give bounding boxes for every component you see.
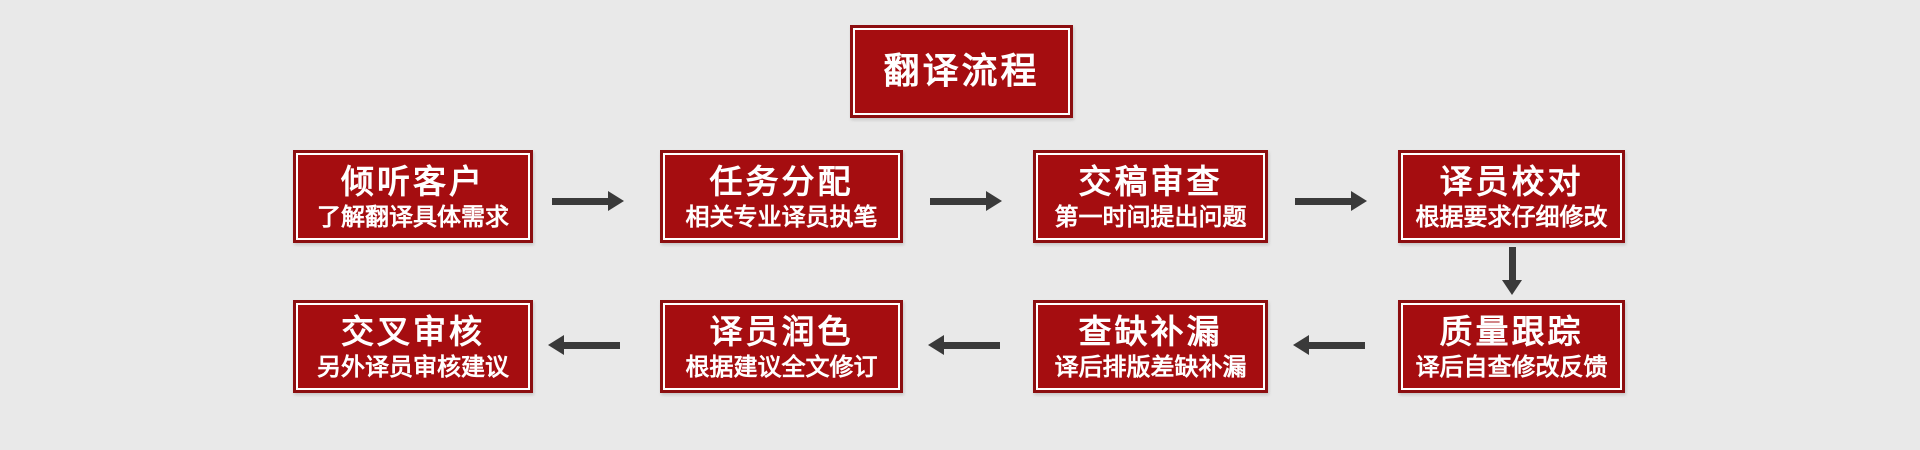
arrow-left-icon xyxy=(548,335,620,355)
step-title: 译员润色 xyxy=(709,311,854,351)
step-title: 倾听客户 xyxy=(341,161,485,201)
arrow-down-icon xyxy=(1502,247,1522,295)
step-subtitle: 相关专业译员执笔 xyxy=(685,202,878,231)
step-box-cross-review: 交叉审核 另外译员审核建议 xyxy=(293,300,533,393)
flow-title: 翻译流程 xyxy=(883,50,1040,92)
step-box-draft-review: 交稿审查 第一时间提出问题 xyxy=(1033,150,1268,243)
step-title: 任务分配 xyxy=(709,161,854,201)
step-subtitle: 根据要求仔细修改 xyxy=(1415,202,1608,231)
step-subtitle: 根据建议全文修订 xyxy=(685,352,878,381)
step-subtitle: 译后排版差缺补漏 xyxy=(1054,352,1247,381)
step-title: 译员校对 xyxy=(1439,161,1584,201)
arrow-left-icon xyxy=(928,335,1000,355)
step-title: 交叉审核 xyxy=(341,311,485,351)
step-subtitle: 了解翻译具体需求 xyxy=(317,202,509,231)
step-title: 交稿审查 xyxy=(1078,161,1223,201)
flow-title-box: 翻译流程 xyxy=(850,25,1073,118)
arrow-right-icon xyxy=(1295,191,1367,211)
step-title: 质量跟踪 xyxy=(1439,311,1584,351)
arrow-left-icon xyxy=(1293,335,1365,355)
step-title: 查缺补漏 xyxy=(1078,311,1223,351)
arrow-right-icon xyxy=(552,191,624,211)
step-box-translator-polish: 译员润色 根据建议全文修订 xyxy=(660,300,903,393)
step-subtitle: 另外译员审核建议 xyxy=(317,352,509,381)
step-box-task-assign: 任务分配 相关专业译员执笔 xyxy=(660,150,903,243)
arrow-right-icon xyxy=(930,191,1002,211)
step-subtitle: 第一时间提出问题 xyxy=(1054,202,1247,231)
step-subtitle: 译后自查修改反馈 xyxy=(1415,352,1608,381)
step-box-gap-check: 查缺补漏 译后排版差缺补漏 xyxy=(1033,300,1268,393)
step-box-quality-track: 质量跟踪 译后自查修改反馈 xyxy=(1398,300,1625,393)
step-box-translator-proofread: 译员校对 根据要求仔细修改 xyxy=(1398,150,1625,243)
step-box-listen-customer: 倾听客户 了解翻译具体需求 xyxy=(293,150,533,243)
